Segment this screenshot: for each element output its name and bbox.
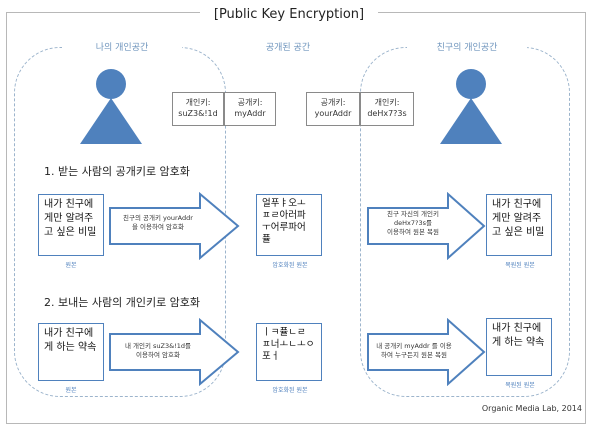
section1-decrypt-arrow xyxy=(367,192,486,260)
section1-original-box: 내가 친구에게만 알려주고 싶은 비밀 xyxy=(38,194,104,256)
section1-restored-box: 내가 친구에게만 알려주고 싶은 비밀 xyxy=(486,194,552,256)
section1-decrypt-text: 친구 자신의 개인키 deHx7?3s를 이용하여 원본 복원 xyxy=(387,210,439,236)
friend-person-icon xyxy=(440,69,502,144)
section2-cipher-box: ㅣㅋ퓰ㄴㄹ ㅍ너ㅗㄴㅗㅇ 포ㅓ xyxy=(256,323,322,381)
public-zone-label: 공개된 공간 xyxy=(265,43,311,53)
friend-zone-label: 친구의 개인공간 xyxy=(407,40,527,53)
section1-original-caption: 원본 xyxy=(65,262,77,269)
my-private-key-box: 개인키: suZ3&!1d xyxy=(172,92,224,126)
diagram-title: [Public Key Encryption] xyxy=(200,4,378,26)
section2-original-caption: 원본 xyxy=(65,387,77,394)
section2-restored-caption: 복원된 원본 xyxy=(505,382,535,389)
section2-decrypt-text: 내 공개키 myAddr 를 이용 하여 누구든지 원본 복원 xyxy=(376,342,452,359)
section1-cipher-caption: 암호화된 원본 xyxy=(272,262,308,269)
section2-decrypt-arrow xyxy=(367,318,486,386)
your-private-key-box: 개인키: deHx7?3s xyxy=(360,92,414,126)
section1-restored-caption: 복원된 원본 xyxy=(505,262,535,269)
section2-heading: 2. 보내는 사람의 개인키로 암호화 xyxy=(44,296,201,309)
section2-encrypt-arrow xyxy=(109,318,240,386)
section1-cipher-box: 얼푸ㅑ오ㅗ ㅍㄹ아러파 ㅜ어루파어 퓰 xyxy=(256,194,322,256)
section1-encrypt-arrow xyxy=(109,192,240,260)
footer-credit: Organic Media Lab, 2014 xyxy=(481,404,582,413)
your-public-key-box: 공개키: yourAddr xyxy=(306,92,360,126)
my-person-icon xyxy=(80,69,142,144)
my-zone-label: 나의 개인공간 xyxy=(62,40,182,53)
section2-encrypt-text: 내 개인키 suZ3&!1d를 이용하여 암호화 xyxy=(124,342,192,359)
my-public-key-box: 공개키: myAddr xyxy=(224,92,276,126)
section2-restored-box: 내가 친구에게 하는 약속 xyxy=(486,318,552,376)
section2-cipher-caption: 암호화된 원본 xyxy=(272,387,308,394)
section2-original-box: 내가 친구에게 하는 약속 xyxy=(38,323,104,381)
section1-encrypt-text: 친구의 공개키 yourAddr 을 이용하여 암호화 xyxy=(123,214,193,231)
section1-heading: 1. 받는 사람의 공개키로 암호화 xyxy=(44,165,190,178)
